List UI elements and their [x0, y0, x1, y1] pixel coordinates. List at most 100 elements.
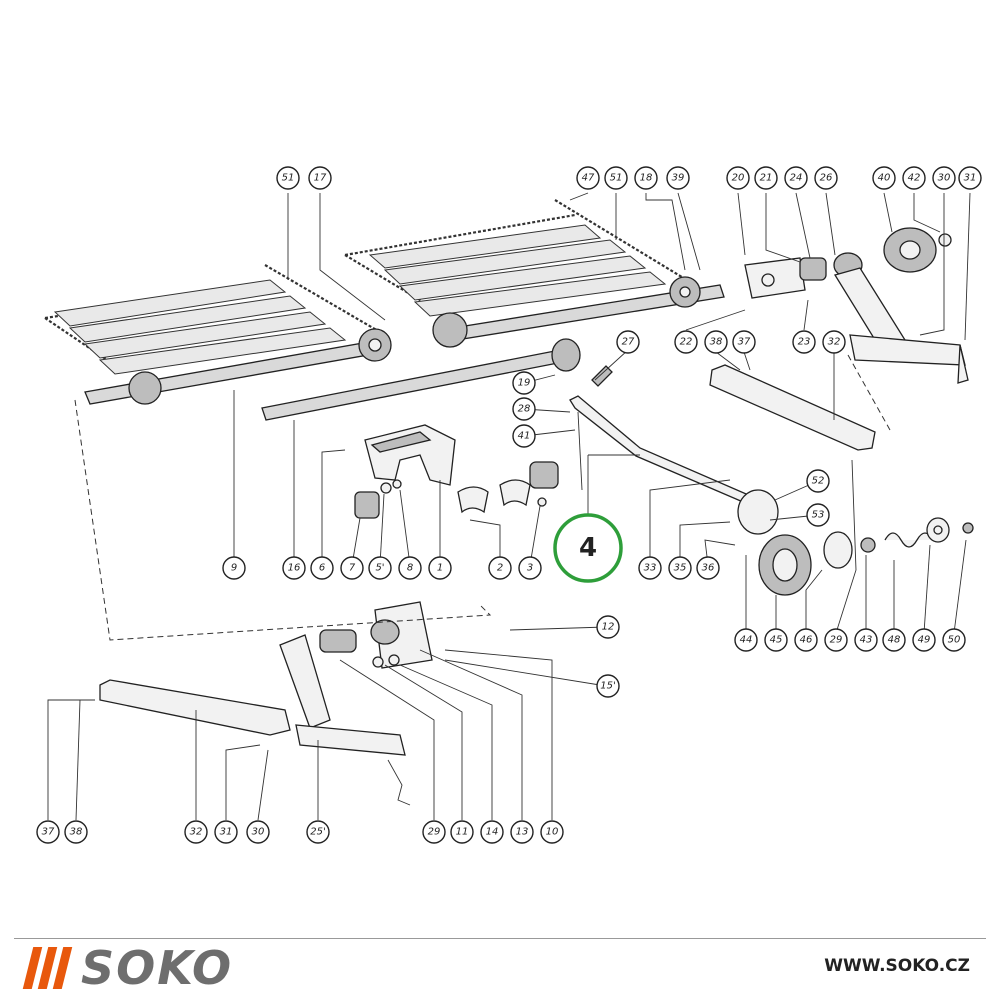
svg-text:48: 48 [888, 635, 901, 646]
callout-50: 50 [942, 628, 966, 652]
svg-text:16: 16 [288, 563, 301, 574]
brand-stripes-icon [22, 947, 73, 989]
callout-17-left: 17 [308, 166, 332, 190]
callout-38-top: 38 [704, 330, 728, 354]
callout-19: 19 [512, 371, 536, 395]
callout-7: 7 [340, 556, 364, 580]
callout-29-bottom: 29 [422, 820, 446, 844]
svg-text:5': 5' [375, 563, 384, 574]
callout-32-top: 32 [822, 330, 846, 354]
svg-text:33: 33 [644, 563, 657, 574]
callout-35: 35 [668, 556, 692, 580]
svg-text:36: 36 [702, 563, 715, 574]
long-shaft [261, 338, 581, 421]
svg-text:27: 27 [622, 337, 635, 348]
callout-8: 8 [398, 556, 422, 580]
callout-25: 25' [306, 820, 330, 844]
callout-29-right: 29 [824, 628, 848, 652]
callout-31-bottom: 31 [214, 820, 238, 844]
callout-20: 20 [726, 166, 750, 190]
svg-text:11: 11 [456, 827, 469, 838]
website-link[interactable]: WWW.SOKO.CZ [824, 956, 970, 976]
lower-arm [99, 679, 291, 736]
callout-2: 2 [488, 556, 512, 580]
callout-5: 5' [368, 556, 392, 580]
svg-text:22: 22 [680, 337, 693, 348]
footer-divider [14, 938, 986, 939]
svg-text:43: 43 [860, 635, 873, 646]
svg-text:49: 49 [918, 635, 931, 646]
callout-14: 14 [480, 820, 504, 844]
right-conveyor [344, 199, 725, 348]
callout-22: 22 [674, 330, 698, 354]
svg-text:45: 45 [770, 635, 783, 646]
lower-bracket-assembly [279, 601, 433, 806]
svg-text:51: 51 [282, 173, 295, 184]
dashed-relation-line-2 [847, 354, 891, 431]
left-conveyor [44, 264, 392, 405]
svg-text:28: 28 [518, 404, 531, 415]
svg-text:8: 8 [407, 563, 413, 574]
callout-38-bottom: 38 [64, 820, 88, 844]
clutch-assembly [737, 489, 974, 596]
svg-text:42: 42 [908, 173, 921, 184]
svg-text:1: 1 [437, 563, 443, 574]
callout-40: 40 [872, 166, 896, 190]
callout-51-right: 51 [604, 166, 628, 190]
svg-text:35: 35 [674, 563, 687, 574]
callout-44: 44 [734, 628, 758, 652]
callout-48: 48 [882, 628, 906, 652]
callout-45: 45 [764, 628, 788, 652]
svg-text:30: 30 [938, 173, 951, 184]
svg-text:39: 39 [672, 173, 685, 184]
callout-31-top: 31 [958, 166, 982, 190]
upper-arm [709, 364, 876, 451]
callout-16: 16 [282, 556, 306, 580]
svg-text:37: 37 [42, 827, 55, 838]
svg-text:24: 24 [790, 173, 803, 184]
callout-51-left: 51 [276, 166, 300, 190]
svg-text:20: 20 [732, 173, 745, 184]
svg-text:31: 31 [964, 173, 977, 184]
svg-text:26: 26 [820, 173, 833, 184]
svg-text:14: 14 [486, 827, 499, 838]
callout-30-top: 30 [932, 166, 956, 190]
svg-text:2: 2 [497, 563, 503, 574]
upper-right-mechanism [744, 227, 969, 384]
svg-text:50: 50 [948, 635, 961, 646]
callout-12: 12 [596, 615, 620, 639]
callout-52: 52 [806, 469, 830, 493]
callout-9: 9 [222, 556, 246, 580]
callout-21: 21 [754, 166, 778, 190]
svg-text:32: 32 [190, 827, 203, 838]
callout-43: 43 [854, 628, 878, 652]
callout-46: 46 [794, 628, 818, 652]
svg-text:17: 17 [314, 173, 327, 184]
callout-28: 28 [512, 397, 536, 421]
callout-53: 53 [806, 503, 830, 527]
svg-text:29: 29 [830, 635, 843, 646]
callout-36: 36 [696, 556, 720, 580]
highlighted-part-callout: 4 [553, 454, 640, 583]
exploded-parts-diagram: 51 17 47 51 18 39 20 21 24 26 40 42 30 3… [36, 166, 982, 844]
callout-33: 33 [638, 556, 662, 580]
svg-text:21: 21 [760, 173, 773, 184]
svg-text:10: 10 [546, 827, 559, 838]
svg-text:19: 19 [518, 378, 531, 389]
callout-6: 6 [310, 556, 334, 580]
svg-text:53: 53 [812, 510, 825, 521]
svg-text:6: 6 [319, 563, 325, 574]
callout-37-bottom: 37 [36, 820, 60, 844]
svg-text:18: 18 [640, 173, 653, 184]
svg-text:25': 25' [310, 827, 325, 838]
svg-text:32: 32 [828, 337, 841, 348]
brand-logo[interactable]: SOKO [22, 941, 234, 995]
svg-text:46: 46 [800, 635, 813, 646]
small-parts-cluster [354, 461, 559, 519]
brand-name: SOKO [81, 941, 234, 995]
svg-text:47: 47 [582, 173, 595, 184]
callout-24: 24 [784, 166, 808, 190]
callout-10: 10 [540, 820, 564, 844]
svg-text:38: 38 [710, 337, 723, 348]
callout-18: 18 [634, 166, 658, 190]
